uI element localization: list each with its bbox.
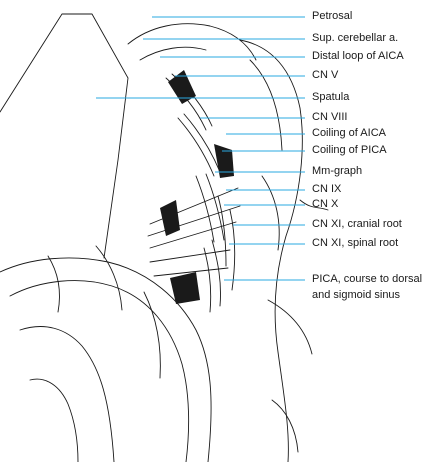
cerebellum-folia-1 [249, 59, 283, 151]
label-coiling-aica: Coiling of AICA [312, 127, 386, 139]
label-cn-v: CN V [312, 69, 339, 81]
retractor-edge [0, 13, 129, 259]
nerve-cn-viii [177, 117, 215, 177]
nerve-cn-ix [195, 175, 215, 243]
shadow-lower [170, 272, 200, 304]
dura-fold-2 [29, 378, 79, 462]
label-cn-viii: CN VIII [312, 111, 348, 123]
label-pica-course-line1: PICA, course to dorsal [312, 273, 423, 285]
nerve-cn-xi-cranial [217, 195, 227, 267]
label-spatula: Spatula [312, 91, 350, 103]
cerebellum-folia-2 [261, 175, 280, 251]
dura-fold-3 [47, 255, 60, 313]
label-sup-cerebellar: Sup. cerebellar a. [312, 32, 399, 44]
label-cn-ix: CN IX [312, 183, 342, 195]
dura-fold-1 [19, 326, 115, 462]
label-cn-x: CN X [312, 198, 339, 210]
shadow-cn-v [168, 70, 196, 104]
label-cn-xi-spinal: CN XI, spinal root [312, 237, 399, 249]
label-coiling-pica: Coiling of PICA [312, 144, 387, 156]
dura-fold-5 [143, 291, 161, 379]
rootlets-2 [149, 249, 231, 263]
nerve-cn-x [205, 173, 225, 241]
dura-fold-4 [95, 245, 123, 311]
label-distal-loop-aica: Distal loop of AICA [312, 50, 404, 62]
label-cn-xi-cranial: CN XI, cranial root [312, 218, 402, 230]
cerebellum-folia-3 [267, 299, 313, 355]
skull-contour-outer [0, 257, 212, 462]
cerebellum-outline [239, 39, 303, 462]
shadow-cpa [214, 144, 234, 178]
label-petrosal: Petrosal [312, 10, 353, 22]
shadow-jugular [160, 200, 180, 236]
cerebellum-folia-4 [271, 399, 299, 453]
skull-contour-inner [9, 280, 190, 462]
petrosal-ridge [127, 23, 257, 61]
label-mm-graph: Mm-graph [312, 165, 363, 177]
label-pica-course-line2: and sigmoid sinus [312, 289, 401, 301]
sinus-edge [299, 199, 329, 211]
tentorium-fold [139, 46, 207, 61]
nerve-cn-xi-spinal [229, 209, 236, 291]
vessel-pica [211, 239, 221, 307]
